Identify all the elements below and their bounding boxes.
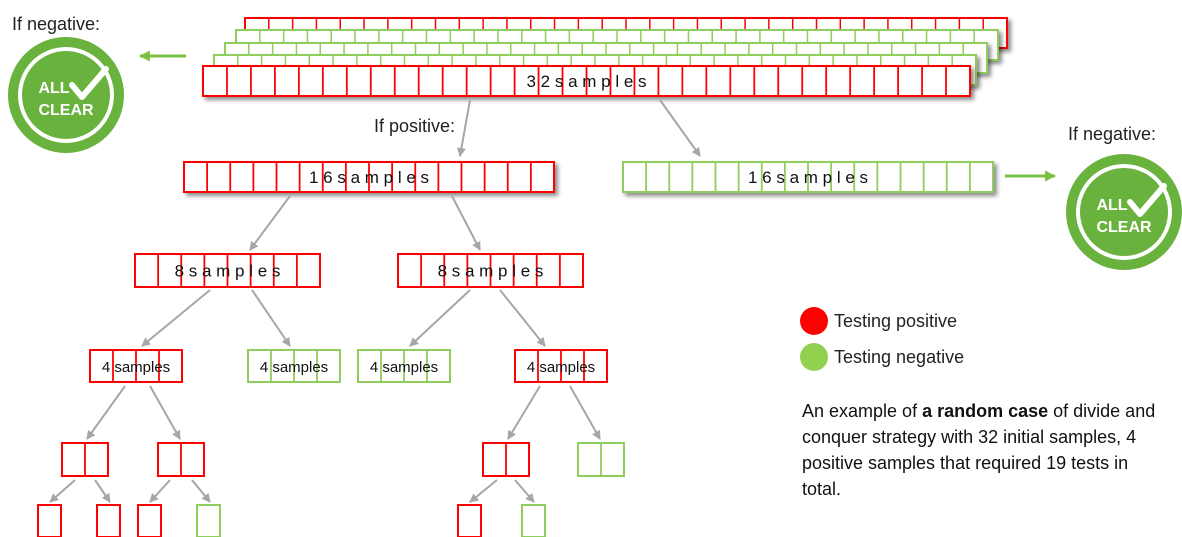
- split-arrow-9: [86, 385, 126, 440]
- legend-item-positive: Testing positive: [800, 307, 957, 335]
- split-arrow-12: [569, 385, 601, 440]
- pool-19-negative: [521, 504, 546, 537]
- pool-18-positive: [457, 504, 482, 537]
- pool-8-label: 4 samples: [370, 359, 438, 376]
- pool-1-label: 3 2 s a m p l e s: [527, 72, 647, 91]
- pool-9-label: 4 samples: [527, 359, 595, 376]
- pool-3-label: 1 6 s a m p l e s: [748, 168, 868, 187]
- split-arrow-18: [514, 479, 535, 503]
- legend-item-negative: Testing negative: [800, 343, 964, 371]
- legend-label-positive: Testing positive: [834, 310, 958, 331]
- pool-5-label: 8 s a m p l e s: [438, 262, 544, 281]
- split-arrow-14: [94, 479, 111, 503]
- pool-16-positive: [137, 504, 162, 537]
- pool-7-label: 4 samples: [260, 359, 328, 376]
- caption-if-positive: If positive:: [374, 116, 456, 136]
- split-arrow-1: [456, 99, 471, 157]
- all-clear-text-line2: CLEAR: [38, 102, 94, 119]
- legend-label-negative: Testing negative: [834, 346, 965, 367]
- split-arrow-13: [49, 479, 76, 503]
- check-icon: [69, 66, 109, 100]
- split-arrow-3: [249, 195, 291, 251]
- split-arrow-2: [659, 99, 701, 157]
- split-arrow-11: [507, 385, 541, 440]
- pool-15-positive: [96, 504, 121, 537]
- split-arrow-5: [141, 289, 211, 347]
- caption-if-negative-right: If negative:: [1068, 124, 1157, 144]
- all-clear-badge-ring: [18, 47, 114, 143]
- split-arrow-7: [409, 289, 471, 347]
- split-arrow-10: [149, 385, 181, 440]
- pool-17-negative: [196, 504, 221, 537]
- pool-4-label: 8 s a m p l e s: [175, 262, 281, 281]
- description-after: of divide and conquer strategy with 32 i…: [802, 401, 1156, 499]
- split-arrow-16: [191, 479, 211, 503]
- all-clear-text-line2: CLEAR: [1096, 219, 1152, 236]
- check-icon: [1127, 183, 1167, 217]
- pool-6-label: 4 samples: [102, 359, 170, 376]
- split-arrow-8: [499, 289, 546, 347]
- all-clear-badge-ring: [1076, 164, 1172, 260]
- description-text: An example of a random case of divide an…: [802, 398, 1162, 502]
- split-arrow-17: [469, 479, 498, 503]
- pool-14-positive: [37, 504, 62, 537]
- caption-if-negative-top-left: If negative:: [12, 14, 101, 34]
- split-arrow-6: [251, 289, 291, 347]
- pool-2-label: 1 6 s a m p l e s: [309, 168, 429, 187]
- negative-swatch: [800, 343, 828, 371]
- split-arrow-15: [149, 479, 171, 503]
- description-before: An example of: [802, 401, 923, 421]
- all-clear-text-line1: ALL: [38, 80, 69, 97]
- description-bold: a random case: [922, 401, 1049, 421]
- all-clear-text-line1: ALL: [1096, 197, 1127, 214]
- positive-swatch: [800, 307, 828, 335]
- split-arrow-4: [451, 195, 481, 251]
